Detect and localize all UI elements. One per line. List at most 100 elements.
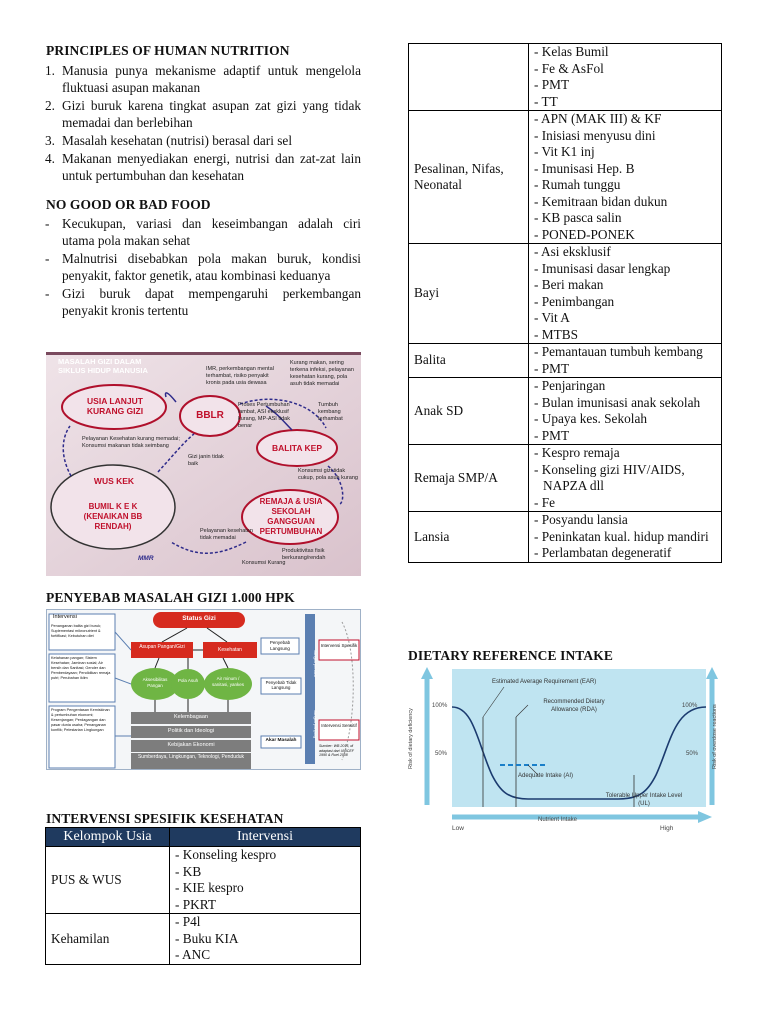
list-marker: - xyxy=(45,251,50,266)
dri-chart: Estimated Average Requirement (EAR) Reco… xyxy=(408,665,722,839)
high-label: High xyxy=(660,825,674,832)
intervention-item: - Beri makan xyxy=(534,277,604,292)
list-marker: 2. xyxy=(45,98,55,113)
note-pelayanan-lansia: Pelayanan Kesehatan kurang memadai; Kons… xyxy=(82,436,180,449)
table-row: Remaja SMP/A- Kespro remaja- Konseling g… xyxy=(408,444,722,512)
intervention-item: - Imunisasi dasar lengkap xyxy=(534,260,671,276)
age-group-cell xyxy=(408,43,529,111)
status-gizi-label: Status Gizi xyxy=(182,615,216,622)
fig1-title: MASALAH GIZI DALAM SIKLUS HIDUP MANUSIA xyxy=(58,357,148,375)
pct50-left: 50% xyxy=(435,751,448,757)
list-item-text: Masalah kesehatan (nutrisi) berasal dari… xyxy=(62,133,293,148)
list-marker: 3. xyxy=(45,133,55,148)
intervention-item: - Peninkatan kual. hidup mandiri xyxy=(534,528,709,544)
ai-label: Adequate Intake (AI) xyxy=(518,773,574,779)
vertical-2-label: Jangka panjang xyxy=(313,710,318,739)
fig2-left-b: Ketahanan pangan; Sistem Kesehatan; Jami… xyxy=(51,656,111,680)
intervention-cell: - Kespro remaja- Konseling gizi HIV/AIDS… xyxy=(528,444,722,512)
ear-label: Estimated Average Requirement (EAR) xyxy=(492,679,597,685)
intervention-item: - PMT xyxy=(534,77,570,92)
intervention-item: - Imunisasi Hep. B xyxy=(534,160,635,176)
intervention-item: - Kespro remaja xyxy=(534,445,620,460)
intervention-item: - KB pasca salin xyxy=(534,210,622,225)
list-item: -Malnutrisi disebabkan pola makan buruk,… xyxy=(45,250,361,284)
pola-asuh-label: Pola Asuh xyxy=(177,678,199,683)
intervention-item: - Konseling kespro xyxy=(175,847,277,862)
air-minum-label: Air minum / sanitasi, yankes xyxy=(211,676,245,687)
low-label: Low xyxy=(452,825,464,832)
life-cycle-diagram-graphic xyxy=(46,352,361,576)
table-row: Bayi- Asi eksklusif- Imunisasi dasar len… xyxy=(408,243,722,344)
table-row: PUS & WUS- Konseling kespro- KB- KIE kes… xyxy=(45,846,361,914)
bumil-label: BUMIL K E K (KENAIKAN BB RENDAH) xyxy=(83,502,143,531)
intervention-item: - Rumah tunggu xyxy=(534,177,621,192)
remaja-label: REMAJA & USIA SEKOLAH GANGGUAN PERTUMBUH… xyxy=(259,497,323,536)
note-konsumsi-cukup: Konsumsi gizi tidak cukup, pola asuh kur… xyxy=(298,468,358,481)
balita-label: BALITA KEP xyxy=(271,443,323,453)
intervention-item: - PKRT xyxy=(175,896,216,912)
age-group-cell: PUS & WUS xyxy=(45,846,170,914)
dri-title: DIETARY REFERENCE INTAKE xyxy=(408,648,613,663)
vertical-1-label: Jangka pendek xyxy=(313,650,318,678)
age-group-cell: Anak SD xyxy=(408,377,529,445)
principles-title: PRINCIPLES OF HUMAN NUTRITION xyxy=(46,43,290,58)
table-row: Balita- Pemantauan tumbuh kembang- PMT xyxy=(408,343,722,378)
akar-masalah-label: Akar Masalah xyxy=(265,738,297,743)
goodbad-title: NO GOOD OR BAD FOOD xyxy=(46,197,211,212)
intervention-item: - Penimbangan xyxy=(534,293,615,309)
age-group-cell: Balita xyxy=(408,343,529,378)
age-group-cell: Kehamilan xyxy=(45,913,170,965)
list-marker: 4. xyxy=(45,151,55,166)
penyebab-tidak-langsung-label: Penyebab Tidak Langsung xyxy=(265,680,297,690)
table-row: Lansia- Posyandu lansia- Peninkatan kual… xyxy=(408,511,722,563)
note-kurang-makan: Kurang makan, sering terkena infeksi, pe… xyxy=(290,360,354,387)
mmr-label: MMR xyxy=(138,555,154,562)
intervention-item: - MTBS xyxy=(534,326,578,342)
intervention-item: - Asi eksklusif xyxy=(534,244,611,259)
fig2-sumber: Sumber: WB 2015, di adaptasi dari UNICEF… xyxy=(319,744,354,757)
age-group-cell: Remaja SMP/A xyxy=(408,444,529,512)
intervention-item: - Vit K1 inj xyxy=(534,144,595,159)
note-produktivitas: Produktivitas fisik berkurang/rendah xyxy=(282,548,326,561)
list-item-text: Kecukupan, variasi dan keseimbangan adal… xyxy=(62,216,361,248)
intervention-cell: - Kelas Bumil- Fe & AsFol- PMT- TT xyxy=(528,43,722,111)
list-item: -Gizi buruk dapat mempengaruhi perkemban… xyxy=(45,285,361,319)
table-row: Pesalinan, Nifas, Neonatal- APN (MAK III… xyxy=(408,110,722,244)
rda-label: Recommended Dietary Allowance (RDA) xyxy=(543,699,605,713)
intervention-item: - P4l xyxy=(175,914,201,929)
causes-framework-graphic xyxy=(48,612,360,769)
table-header-row: Kelompok Usia Intervensi xyxy=(45,827,361,847)
list-marker: - xyxy=(45,216,50,231)
intervention-cell: - Posyandu lansia- Peninkatan kual. hidu… xyxy=(528,511,722,563)
list-marker: 1. xyxy=(45,63,55,78)
header-kelompok-usia: Kelompok Usia xyxy=(45,827,170,847)
intervention-item: - Vit A xyxy=(534,310,570,325)
list-marker: - xyxy=(45,286,50,301)
ul-label: Tolerable Upper Intake Level (UL) xyxy=(605,793,683,807)
pct100-right: 100% xyxy=(682,703,698,709)
intervention-item: - Upaya kes. Sekolah xyxy=(534,411,647,426)
politik-label: Politik dan Ideologi xyxy=(167,728,215,734)
kesehatan-label: Kesehatan xyxy=(218,647,242,653)
fig2-intervensi-label: Intervensi xyxy=(53,614,77,620)
note-imr: IMR, perkembangan mental terhambat, risi… xyxy=(206,366,274,386)
list-item-text: Manusia punya mekanisme adaptif untuk me… xyxy=(62,63,361,95)
intervensi-title: INTERVENSI SPESIFIK KESEHATAN xyxy=(46,811,284,826)
intervention-item: - ANC xyxy=(175,947,211,962)
note-konsumsi-kurang: Konsumsi Kurang xyxy=(242,560,286,566)
fig2-left-a: Penanganan balita gizi buruk; Suplementa… xyxy=(51,624,102,638)
intervention-item: - Perlambatan degeneratif xyxy=(534,545,672,560)
intervention-table-left: Kelompok Usia Intervensi PUS & WUS - Kons… xyxy=(45,827,361,965)
list-item-text: Gizi buruk dapat mempengaruhi perkembang… xyxy=(62,286,361,318)
intervention-item: - Buku KIA xyxy=(175,930,239,946)
intervention-item: - Inisiasi menyusu dini xyxy=(534,127,656,143)
note-proses: Proses Pertumbuhan lambat, ASI eksklusif… xyxy=(238,402,290,429)
asupan-label: Asupan Pangan/Gizi xyxy=(139,644,185,650)
list-item: -Kecukupan, variasi dan keseimbangan ada… xyxy=(45,215,361,249)
intervention-cell: - P4l- Buku KIA- ANC xyxy=(169,913,361,965)
y-left-label: Risk of dietary deficiency xyxy=(408,708,414,770)
goodbad-list: -Kecukupan, variasi dan keseimbangan ada… xyxy=(45,215,361,320)
note-tumbuh: Tumbuh kembang terhambat xyxy=(318,402,343,422)
x-axis-label: Nutrient Intake xyxy=(538,817,578,823)
note-pelayanan-memadai: Pelayanan kesehatan tidak memadai xyxy=(200,528,253,541)
